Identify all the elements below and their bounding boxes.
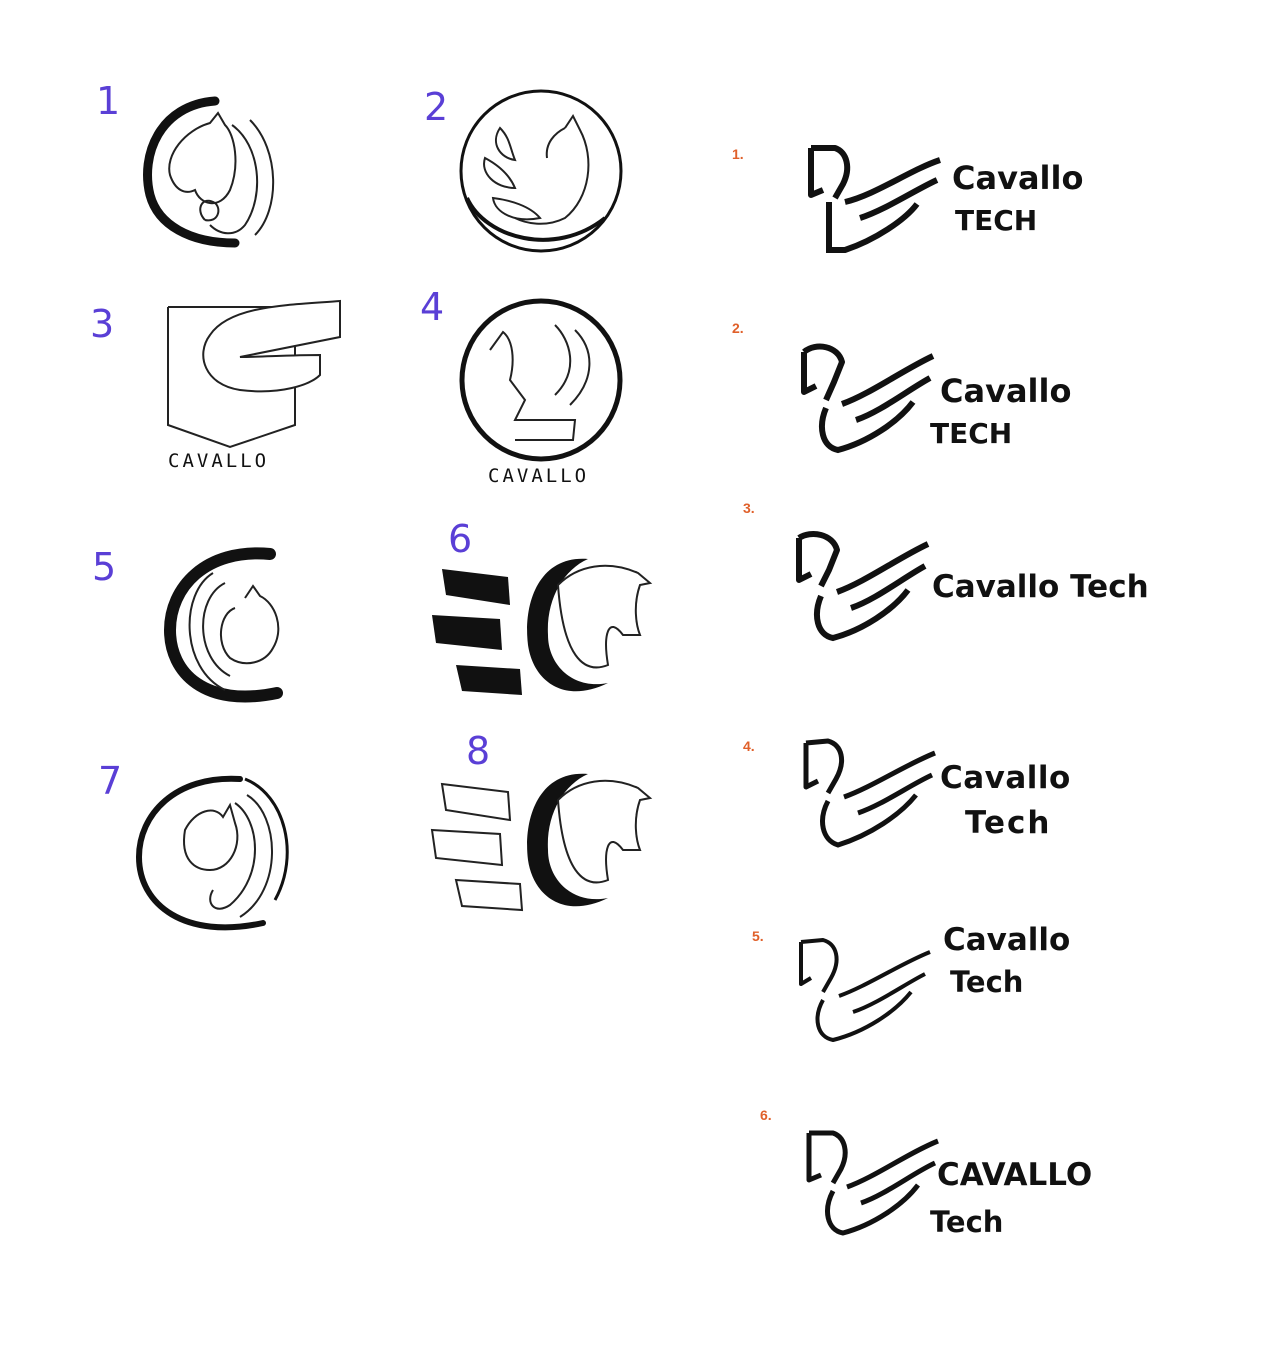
brand-name-line1: Cavallo — [943, 922, 1071, 958]
sketch-6-winged-horse-icon — [432, 558, 653, 695]
pegasus-logo-icon — [799, 938, 931, 1043]
concept-number: 6. — [760, 1107, 772, 1123]
sketch-7-horse-circle-icon — [135, 775, 289, 931]
brand-name-line1: CAVALLO — [937, 1157, 1093, 1193]
brand-name-line2: Tech — [950, 965, 1024, 999]
brand-name-line1: Cavallo — [952, 159, 1084, 197]
pegasus-logo-icon — [801, 343, 935, 454]
pegasus-logo-icon — [806, 1130, 939, 1236]
pegasus-logo-icon — [808, 145, 941, 253]
brand-name: Cavallo Tech — [932, 569, 1149, 605]
sketch-label: CAVALLO — [168, 450, 270, 472]
sketch-3-shield-wing-icon — [167, 299, 341, 449]
sketch-label: CAVALLO — [488, 465, 590, 487]
sketch-number: 6 — [448, 517, 473, 561]
concept-number: 2. — [732, 320, 744, 336]
sketch-4-pegasus-circle-icon — [459, 298, 623, 462]
sketch-number: 4 — [420, 285, 445, 329]
brand-name-line2: Tech — [965, 805, 1052, 841]
sketch-number: 8 — [466, 729, 491, 773]
sketch-number: 7 — [98, 759, 123, 803]
concept-number: 1. — [732, 146, 744, 162]
sketch-8-winged-horse-icon — [430, 773, 653, 912]
concept-number: 3. — [743, 500, 755, 516]
sketch-number: 3 — [90, 302, 115, 346]
sketch-number: 1 — [96, 79, 121, 123]
brand-name-line1: Cavallo — [940, 372, 1072, 410]
concept-number: 4. — [743, 738, 755, 754]
sketch-1-horse-circle-icon — [143, 96, 275, 248]
sketch-5-horse-circle-icon — [163, 547, 283, 703]
concept-number: 5. — [752, 928, 764, 944]
brand-name-line2: TECH — [955, 204, 1038, 237]
pegasus-logo-icon — [796, 531, 930, 642]
pegasus-logo-icon — [803, 738, 936, 848]
brand-name-line1: Cavallo — [940, 760, 1071, 796]
sketch-number: 2 — [424, 85, 449, 129]
brand-name-line2: Tech — [930, 1205, 1004, 1239]
sketch-2-pegasus-circle-icon — [459, 89, 623, 253]
sketch-number: 5 — [92, 545, 117, 589]
brand-name-line2: TECH — [930, 417, 1013, 450]
